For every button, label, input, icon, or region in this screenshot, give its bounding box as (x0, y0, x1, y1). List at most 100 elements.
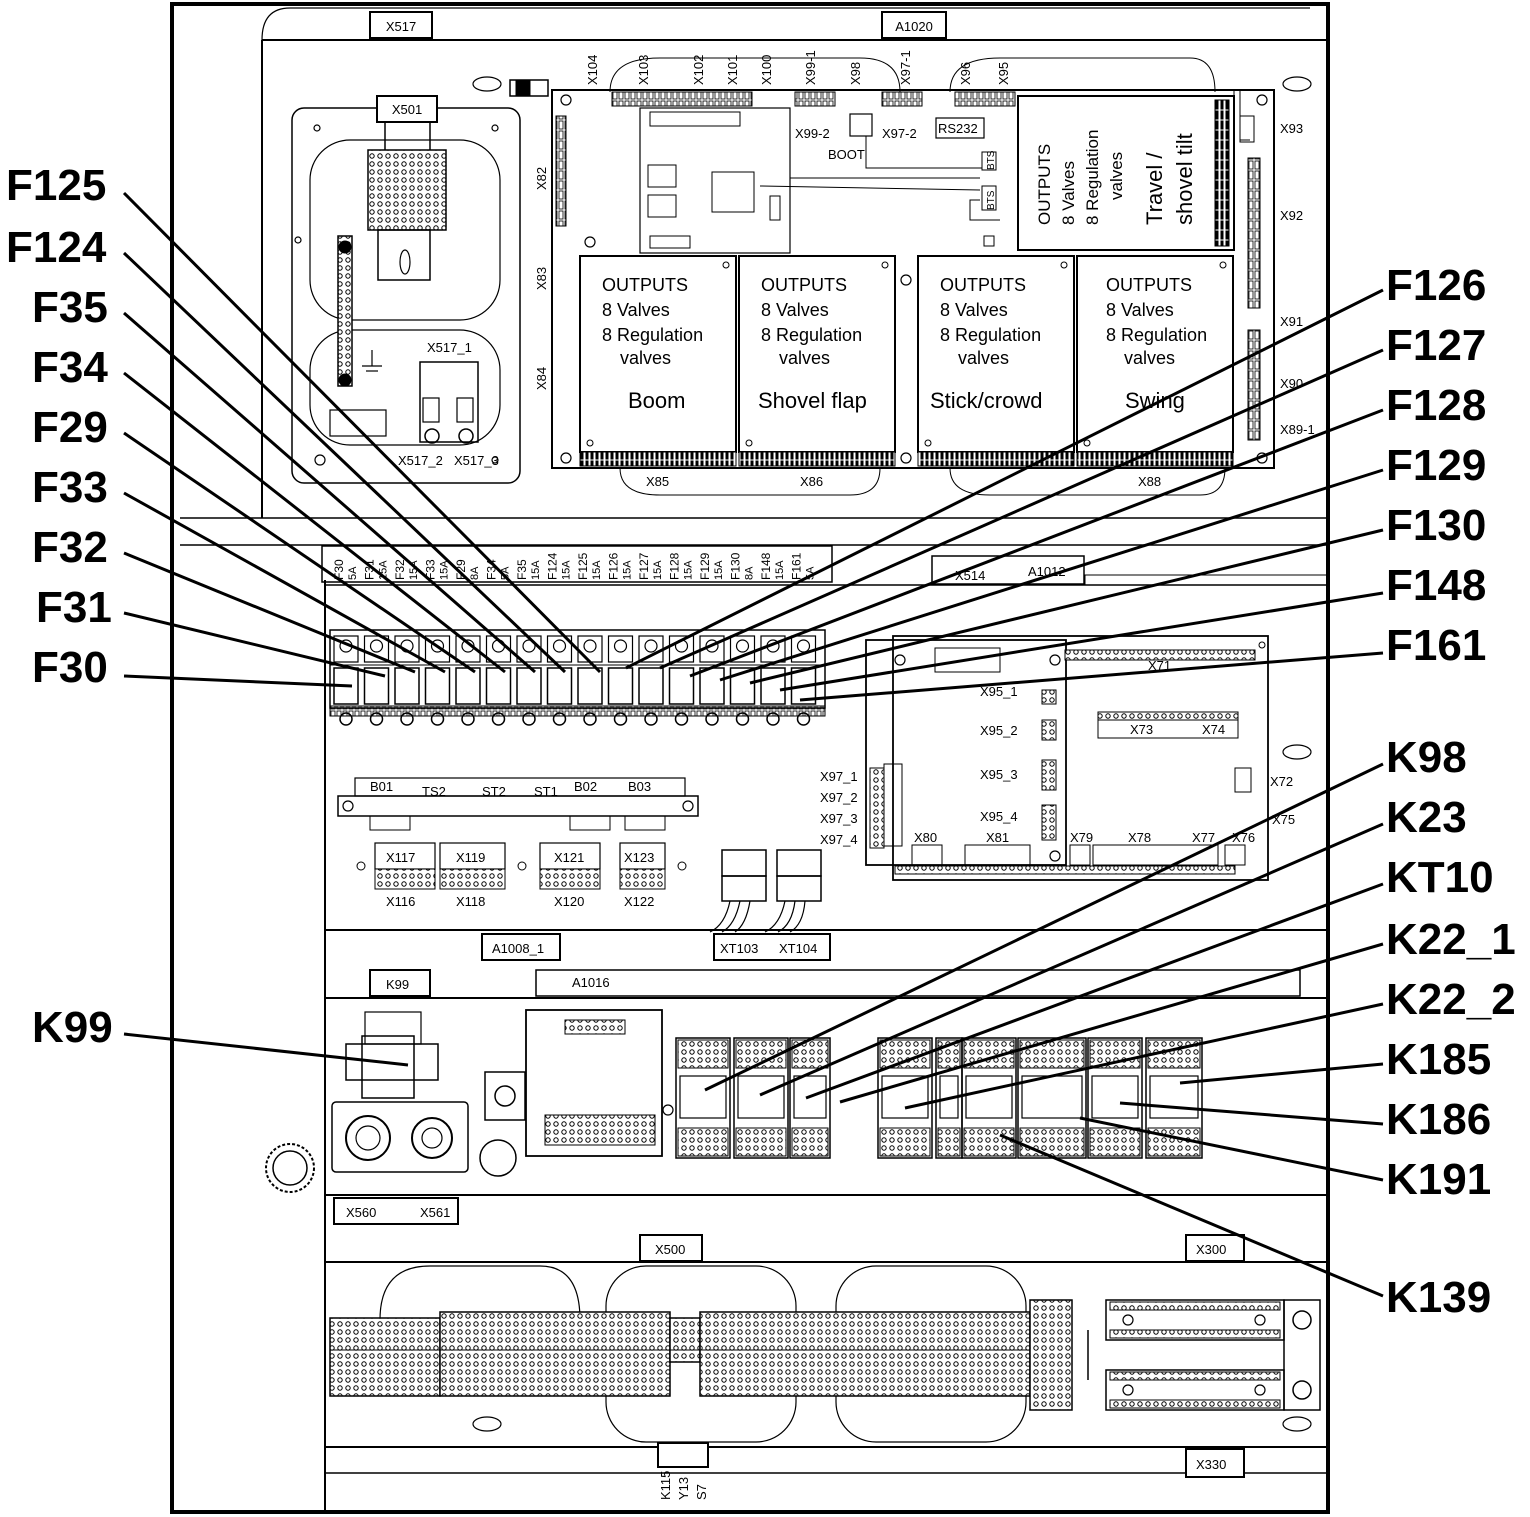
svg-text:X104: X104 (585, 55, 600, 85)
svg-text:8 Regulation: 8 Regulation (1106, 325, 1207, 345)
svg-text:X120: X120 (554, 894, 584, 909)
fuse-id-text: F161 (790, 552, 804, 580)
svg-text:X118: X118 (456, 894, 485, 909)
module-travel-shovel-tilt: OUTPUTS 8 Valves 8 Regulation valves Tra… (1035, 130, 1197, 225)
svg-text:X103: X103 (636, 55, 651, 85)
svg-text:ST2: ST2 (482, 784, 506, 799)
x517-1-label: X517_1 (427, 340, 472, 355)
board-misc-labels: X99-2 BOOT X97-2 RS232 BTS BTS X85 X86 X… (646, 121, 1161, 489)
fuse-id-text: F128 (668, 552, 682, 580)
svg-text:8 Regulation: 8 Regulation (940, 325, 1041, 345)
svg-text:X97_1: X97_1 (820, 769, 858, 784)
fuse-rating-text: 8A (469, 566, 481, 580)
fuse-id-text: F125 (576, 552, 590, 580)
leader-line-f31 (123, 611, 386, 678)
leader-line-f161 (799, 651, 1384, 702)
module-swing: OUTPUTS 8 Valves 8 Regulation valves Swi… (1106, 275, 1207, 413)
callout-label-f148: F148 (1386, 561, 1487, 610)
leader-line-f129 (719, 468, 1384, 682)
leader-line-k186 (1119, 1101, 1384, 1126)
svg-text:Boom: Boom (628, 388, 685, 413)
svg-text:X116: X116 (386, 894, 415, 909)
leader-line-f126 (625, 288, 1384, 670)
relay-section (265, 1009, 674, 1193)
callout-label-f129: F129 (1386, 441, 1487, 490)
svg-text:X77: X77 (1192, 830, 1215, 845)
leader-line-f124 (122, 251, 567, 674)
a1008-1-label: A1008_1 (492, 941, 544, 956)
svg-text:X85: X85 (646, 474, 669, 489)
svg-text:X86: X86 (800, 474, 823, 489)
svg-text:X89-1: X89-1 (1280, 422, 1315, 437)
a1016-label: A1016 (572, 975, 610, 990)
top-label-a1020: A1020 (881, 11, 947, 39)
fuse-rating-text: 15A (530, 560, 542, 580)
svg-text:8 Regulation: 8 Regulation (761, 325, 862, 345)
relay-cells (675, 1037, 1203, 1159)
svg-text:A1020: A1020 (895, 19, 933, 34)
svg-text:X83: X83 (534, 267, 549, 290)
leader-line-f128 (689, 408, 1384, 678)
fuse-block (321, 545, 833, 717)
callout-label-k98: K98 (1386, 733, 1467, 782)
callout-label-f35: F35 (32, 283, 108, 332)
relay-module (877, 1037, 933, 1159)
svg-text:BTS: BTS (986, 190, 997, 210)
leader-line-f35 (123, 311, 536, 674)
svg-text:RS232: RS232 (938, 121, 978, 136)
board-top-connector-labels: X104 X103 X102 X101 X100 X99-1 X98 X97-1… (585, 50, 1011, 85)
top-label-x517: X517 (369, 11, 433, 39)
fuse-rating-text: 15A (622, 560, 634, 580)
fuse-rating-text: 8A (744, 566, 756, 580)
fuse-rating-text: 15A (652, 560, 664, 580)
callout-label-f32: F32 (32, 523, 108, 572)
fuse-rating-text: 5A (347, 566, 359, 580)
io-board-x71 (865, 555, 1329, 881)
svg-text:OUTPUTS: OUTPUTS (1035, 144, 1054, 225)
leader-line-f33 (123, 491, 446, 674)
svg-text:X97_3: X97_3 (820, 811, 858, 826)
callout-label-k191: K191 (1386, 1155, 1492, 1204)
xt103-label: XT103 (720, 941, 758, 956)
callout-label-f33: F33 (32, 463, 108, 512)
svg-text:X95_3: X95_3 (980, 767, 1018, 782)
io-board-labels: X514 A1012 X71 X73 X74 X72 X75 X79 X78 X… (820, 564, 1295, 847)
svg-text:X97-2: X97-2 (882, 126, 917, 141)
relay-module (1017, 1037, 1087, 1159)
leader-line-kt10 (805, 882, 1384, 1100)
svg-text:X97_4: X97_4 (820, 832, 858, 847)
fuse-id-text: F127 (637, 552, 651, 580)
callout-label-f30: F30 (32, 643, 108, 692)
fuse-rating-text: 15A (774, 560, 786, 580)
callout-label-k22-1: K22_1 (1386, 915, 1516, 964)
svg-text:X95_4: X95_4 (980, 809, 1018, 824)
svg-text:X96: X96 (958, 62, 973, 85)
callout-label-f126: F126 (1386, 261, 1487, 310)
leader-line-k22-1 (839, 942, 1384, 1104)
callout-label-k139: K139 (1386, 1273, 1492, 1322)
callout-label-k99: K99 (32, 1003, 113, 1052)
k115-label: K115 (658, 1471, 673, 1500)
leader-line-f30 (123, 674, 353, 688)
svg-text:X81: X81 (986, 830, 1009, 845)
callout-label-k185: K185 (1386, 1035, 1492, 1084)
svg-text:X91: X91 (1280, 314, 1303, 329)
fuse-rating-text: 15A (713, 560, 725, 580)
main-terminal-block (329, 1265, 1321, 1443)
fuse-id-text: F30 (332, 559, 346, 580)
y13-label: Y13 (676, 1477, 691, 1500)
svg-text:B03: B03 (628, 779, 651, 794)
svg-text:OUTPUTS: OUTPUTS (1106, 275, 1192, 295)
x517-2-label: X517_2 (398, 453, 443, 468)
fuse-id-text: F129 (698, 552, 712, 580)
svg-text:X122: X122 (624, 894, 654, 909)
svg-text:OUTPUTS: OUTPUTS (602, 275, 688, 295)
